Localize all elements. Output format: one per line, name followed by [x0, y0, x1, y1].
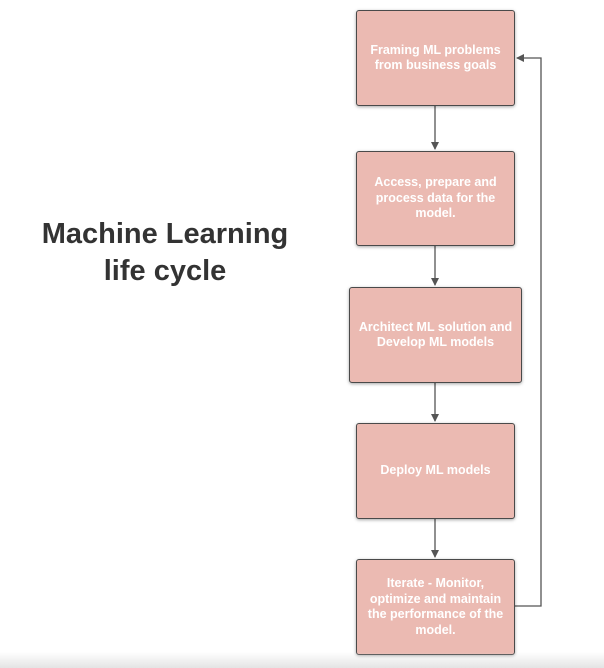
- bottom-edge-shadow: [0, 652, 604, 668]
- step-label-framing: Framing ML problems from business goals: [370, 42, 501, 73]
- step-box-data-preparation: Access, prepare and process data for the…: [356, 151, 515, 246]
- step-box-framing: Framing ML problems from business goals: [356, 10, 515, 106]
- diagram-title-line-2: life cycle: [103, 255, 227, 287]
- step-label-architect-develop: Architect ML solution and Develop ML mod…: [358, 319, 513, 350]
- step-label-deploy: Deploy ML models: [380, 463, 491, 478]
- step-label-iterate: Iterate - Monitor, optimize and maintain…: [367, 576, 504, 637]
- step-label-data-preparation: Access, prepare and process data for the…: [374, 175, 497, 221]
- diagram-title: Machine Learning life cycle: [20, 216, 310, 290]
- step-box-iterate: Iterate - Monitor, optimize and maintain…: [356, 559, 515, 655]
- diagram-title-line-1: Machine Learning: [41, 218, 289, 250]
- step-box-deploy: Deploy ML models: [356, 423, 515, 519]
- step-box-architect-develop: Architect ML solution and Develop ML mod…: [349, 287, 522, 383]
